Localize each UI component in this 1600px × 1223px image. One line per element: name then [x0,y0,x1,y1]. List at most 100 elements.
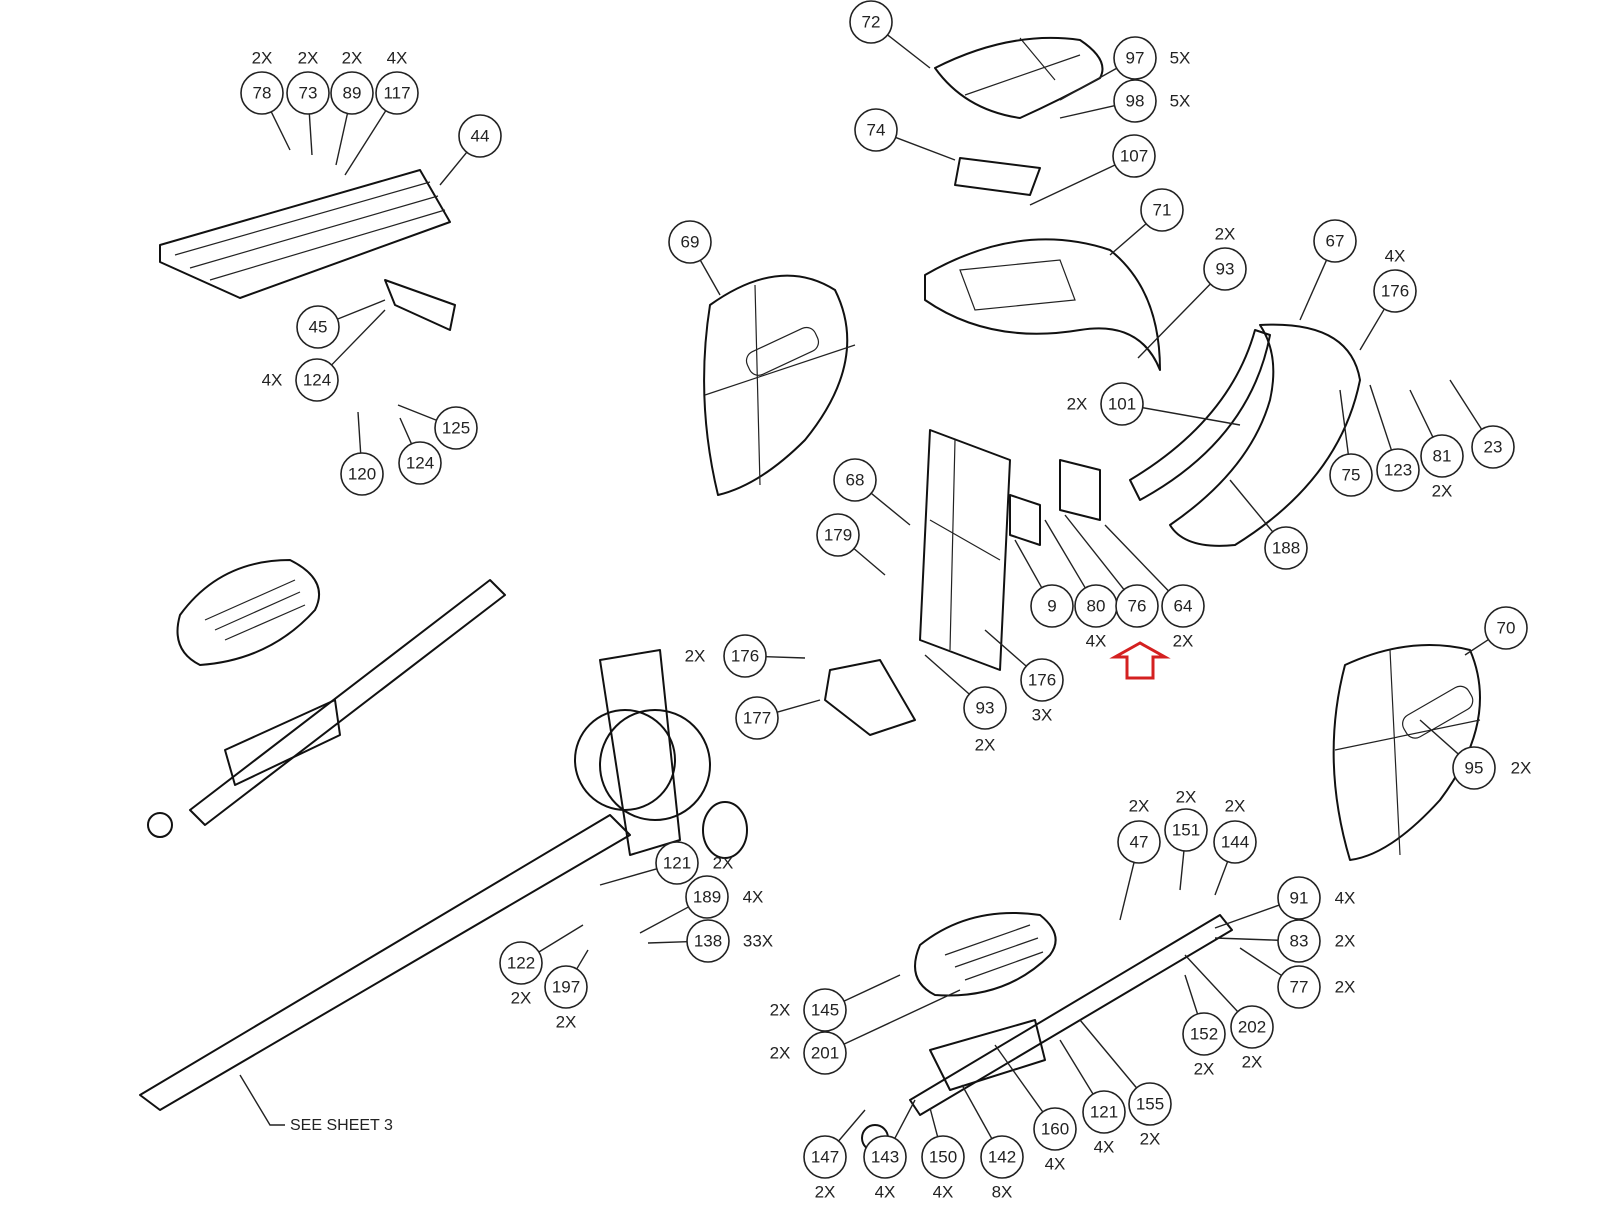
leader-line-68 [870,492,911,526]
main-frame [139,649,748,1111]
callout-circle [816,513,860,557]
leader-line-44 [439,151,468,186]
callout-circle [375,71,419,115]
leader-line-81 [1409,389,1434,438]
part-number: 97 [1126,49,1145,68]
leader-line-83 [1214,937,1279,941]
leader-line-125 [397,404,437,421]
part-number: 9 [1047,597,1056,616]
callout-71: 71 [1140,188,1184,232]
callout-circle [1452,746,1496,790]
leader-line-121 [599,868,658,886]
callout-69: 69 [668,220,712,264]
part-number: 83 [1290,932,1309,951]
side-shroud-part-69 [703,274,856,496]
leader-line-47 [1119,862,1135,921]
quantity-label: 4X [262,371,283,390]
part-number: 117 [383,84,410,103]
callout-circle [1230,1005,1274,1049]
leader-line-151 [1179,850,1185,891]
leader-line-123 [1369,384,1393,451]
callout-117: 117 4X [375,49,419,115]
quantity-label: 4X [1094,1138,1115,1157]
part-number: 70 [1497,619,1516,638]
callout-circle [803,1135,847,1179]
leader-line-142 [961,1084,993,1139]
callout-123: 123 [1376,448,1420,492]
callout-75: 75 [1329,453,1373,497]
quantity-label: 5X [1170,49,1191,68]
part-number: 124 [303,371,331,390]
quantity-label: 8X [992,1183,1013,1202]
leader-line-74 [895,136,956,161]
quantity-label: 2X [556,1013,577,1032]
leader-line-124 [399,417,413,445]
callout-68: 68 [833,458,877,502]
part-number: 75 [1342,466,1361,485]
quantity-label: 2X [975,736,996,755]
callout-circle [1264,526,1308,570]
quantity-label: 4X [387,49,408,68]
part-number: 91 [1290,889,1309,908]
leader-line-176 [765,655,806,659]
part-number: 67 [1326,232,1345,251]
leader-line-75 [1339,389,1349,455]
part-number: 125 [442,419,470,438]
part-number: 107 [1120,147,1148,166]
part-number: 123 [1384,461,1412,480]
leader-line-188 [1229,479,1274,533]
callout-circle [340,452,384,496]
callout-circle [735,696,779,740]
leader-line-145 [843,974,901,1002]
leader-line-78 [270,111,291,151]
callout-120: 120 [340,452,384,496]
quantity-label: 4X [933,1183,954,1202]
quantity-label: 2X [1215,225,1236,244]
callout-circle [668,220,712,264]
callout-circle [963,686,1007,730]
callout-circle [863,1135,907,1179]
leader-line-9 [1014,539,1043,589]
part-number: 144 [1221,833,1249,852]
leader-line-117 [344,110,387,176]
part-number: 101 [1108,395,1136,414]
callout-circle [1020,658,1064,702]
callout-circle [723,634,767,678]
leader-line-93 [924,654,970,695]
quantity-label: 33X [743,932,773,951]
leader-line-89 [335,113,349,166]
callout-circle [1484,606,1528,650]
callout-74: 74 [854,108,898,152]
rail-part-44 [159,169,451,299]
callout-124: 124 [398,441,442,485]
callout-circle [499,941,543,985]
leader-line-97 [1059,67,1118,101]
callout-circle [296,305,340,349]
part-number: 78 [253,84,272,103]
callout-circle [1115,584,1159,628]
callout-circle [295,358,339,402]
callout-circle [1329,453,1373,497]
leader-line-45 [337,299,386,320]
leader-line-80 [1044,519,1086,589]
callout-circle [1033,1107,1077,1151]
pedal-part-145 [914,912,1057,997]
callout-125: 125 [434,406,478,450]
